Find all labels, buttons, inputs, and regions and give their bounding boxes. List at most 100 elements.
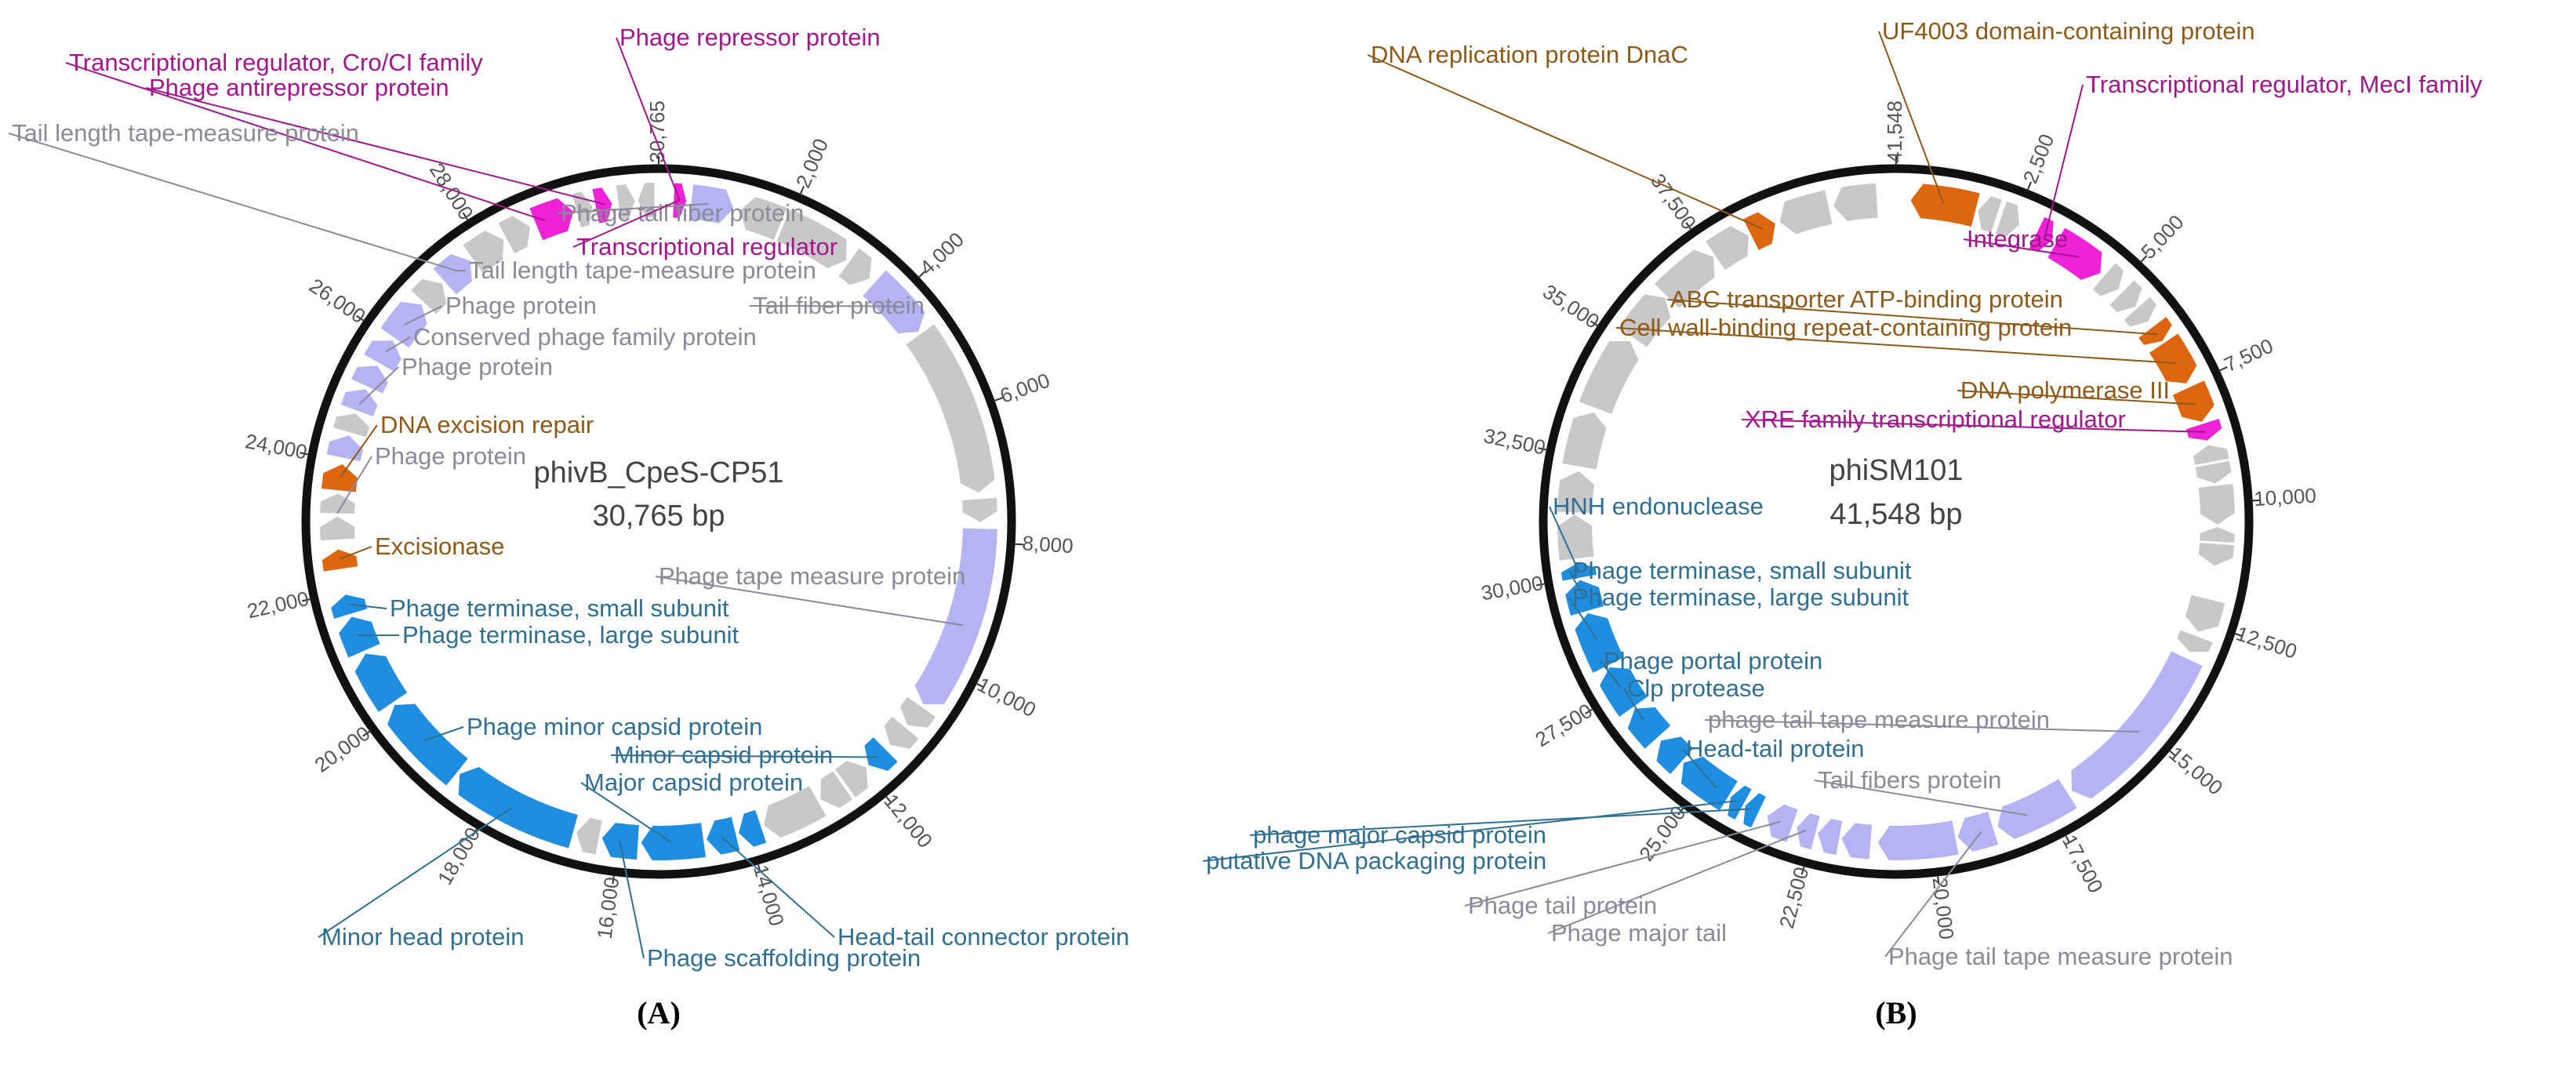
- tick-mark: [2251, 499, 2262, 502]
- gene-label: DNA polymerase III: [1960, 376, 2170, 404]
- tick-label: 22,000: [245, 587, 311, 623]
- label-leader: [1878, 31, 1945, 204]
- label-leader: [145, 87, 606, 205]
- tick-label: 10,000: [2253, 484, 2316, 511]
- genome-backbone: [1539, 164, 2254, 879]
- label-leader: [8, 133, 458, 272]
- tick-mark: [462, 212, 469, 222]
- gene-label: Clp protease: [1627, 674, 1765, 702]
- gene-arrow-regulatory: [529, 198, 574, 241]
- gene-label: Transcriptional regulator, MecI family: [2086, 71, 2483, 98]
- gene-arrow-hypothetical: [320, 493, 355, 514]
- gene-arrow-hypothetical: [411, 278, 446, 314]
- gene-arrow-packaging: [864, 737, 898, 772]
- tick-mark: [1685, 222, 1692, 231]
- gene-arrow-hypothetical: [320, 516, 355, 541]
- label-leader: [557, 202, 709, 214]
- gene-arrow-hypothetical: [616, 184, 635, 220]
- gene-arrow-dna: [2138, 317, 2172, 345]
- label-leader: [619, 840, 645, 959]
- gene-label: Phage portal protein: [1604, 647, 1822, 674]
- gene-arrow-dna: [1910, 184, 1980, 227]
- label-leader: [1464, 820, 1782, 907]
- gene-arrow-packaging: [458, 766, 578, 849]
- tick-mark: [612, 874, 615, 885]
- gene-arrow-packaging: [601, 823, 639, 860]
- tick-label: 32,500: [1482, 423, 1548, 459]
- tick-label: 41,548: [1883, 100, 1906, 163]
- gene-arrow-packaging: [387, 703, 468, 786]
- gene-arrow-structural: [1797, 813, 1820, 850]
- tick-label: 16,000: [592, 875, 623, 940]
- label-leader: [385, 336, 411, 353]
- gene-arrow-packaging: [1600, 667, 1648, 717]
- label-leader: [404, 305, 443, 325]
- label-leader: [1600, 660, 1622, 688]
- label-leader: [358, 366, 399, 405]
- gene-arrow-hypothetical: [1562, 412, 1607, 470]
- gene-label: Excisionase: [375, 532, 504, 560]
- label-leader: [1957, 390, 2196, 405]
- gene-label: ABC transporter ATP-binding protein: [1670, 285, 2063, 313]
- tick-mark: [300, 452, 310, 456]
- gene-arrow-hypothetical: [1655, 249, 1715, 308]
- label-leader: [1568, 570, 1584, 597]
- gene-label: Phage protein: [445, 292, 597, 319]
- gene-label: Head-tail protein: [1686, 735, 1864, 762]
- gene-arrow-hypothetical: [332, 413, 370, 438]
- gene-arrow-hypothetical: [884, 716, 919, 749]
- label-leader: [655, 576, 964, 627]
- gene-arrow-regulatory: [592, 187, 612, 224]
- tick-label: 8,000: [1022, 531, 1074, 558]
- gene-arrow-hypothetical: [1833, 183, 1878, 222]
- gene-label: Minor capsid protein: [614, 741, 833, 769]
- gene-arrow-structural: [1767, 804, 1798, 842]
- gene-arrow-hypothetical: [739, 197, 787, 240]
- gene-label: Phage tail tape measure protein: [1888, 943, 2233, 970]
- tick-label: 26,000: [305, 274, 370, 329]
- gene-arrow-packaging: [1728, 785, 1752, 820]
- gene-label: DNA replication protein DnaC: [1371, 41, 1688, 68]
- gene-arrow-hypothetical: [2195, 460, 2232, 484]
- tick-mark: [1014, 543, 1024, 546]
- gene-arrow-hypothetical: [2198, 543, 2234, 566]
- gene-arrow-hypothetical: [2177, 630, 2213, 652]
- gene-arrow-structural: [863, 270, 925, 334]
- label-leader: [1367, 54, 1764, 230]
- gene-arrow-packaging: [1680, 756, 1738, 811]
- gene-arrow-hypothetical: [463, 231, 504, 274]
- tick-label: 22,500: [1775, 864, 1814, 931]
- tick-label: 4,000: [915, 227, 968, 279]
- tick-label: 27,500: [1531, 699, 1596, 751]
- gene-arrow-hypothetical: [899, 696, 936, 728]
- tick-mark: [2139, 255, 2148, 264]
- genome-map-A: 30,7652,0004,0006,0008,00010,00012,00014…: [8, 24, 1129, 1030]
- tick-label: 35,000: [1539, 279, 1604, 333]
- tick-label: 30,765: [645, 100, 669, 163]
- gene-arrow-structural: [1957, 811, 1999, 852]
- genome-length: 30,765 bp: [592, 500, 725, 532]
- tick-mark: [1585, 707, 1594, 714]
- genome-length: 41,548 bp: [1829, 498, 1962, 531]
- gene-arrow-hypothetical: [2193, 445, 2229, 465]
- tick-mark: [301, 598, 312, 602]
- label-leader: [1615, 327, 2176, 364]
- gene-label: Phage protein: [401, 353, 553, 380]
- label-leader: [1547, 829, 1807, 934]
- label-leader: [721, 836, 835, 938]
- label-leader: [616, 37, 681, 202]
- gene-label: Tail length tape-measure protein: [12, 119, 359, 147]
- gene-label: Phage terminase, small subunit: [390, 594, 729, 622]
- gene-label: Phage tail protein: [1468, 892, 1657, 919]
- gene-arrow-packaging: [1575, 612, 1624, 673]
- gene-arrow-structural: [351, 365, 388, 394]
- gene-arrow-hypothetical: [498, 216, 530, 254]
- gene-label: Conserved phage family protein: [413, 323, 757, 351]
- tick-label: 37,500: [1646, 169, 1701, 234]
- gene-arrow-structural: [326, 435, 364, 462]
- tick-label: 17,500: [2058, 831, 2108, 896]
- gene-label: Minor head protein: [322, 923, 525, 951]
- gene-arrow-dna: [1742, 212, 1775, 250]
- gene-label: putative DNA packaging protein: [1206, 847, 1546, 874]
